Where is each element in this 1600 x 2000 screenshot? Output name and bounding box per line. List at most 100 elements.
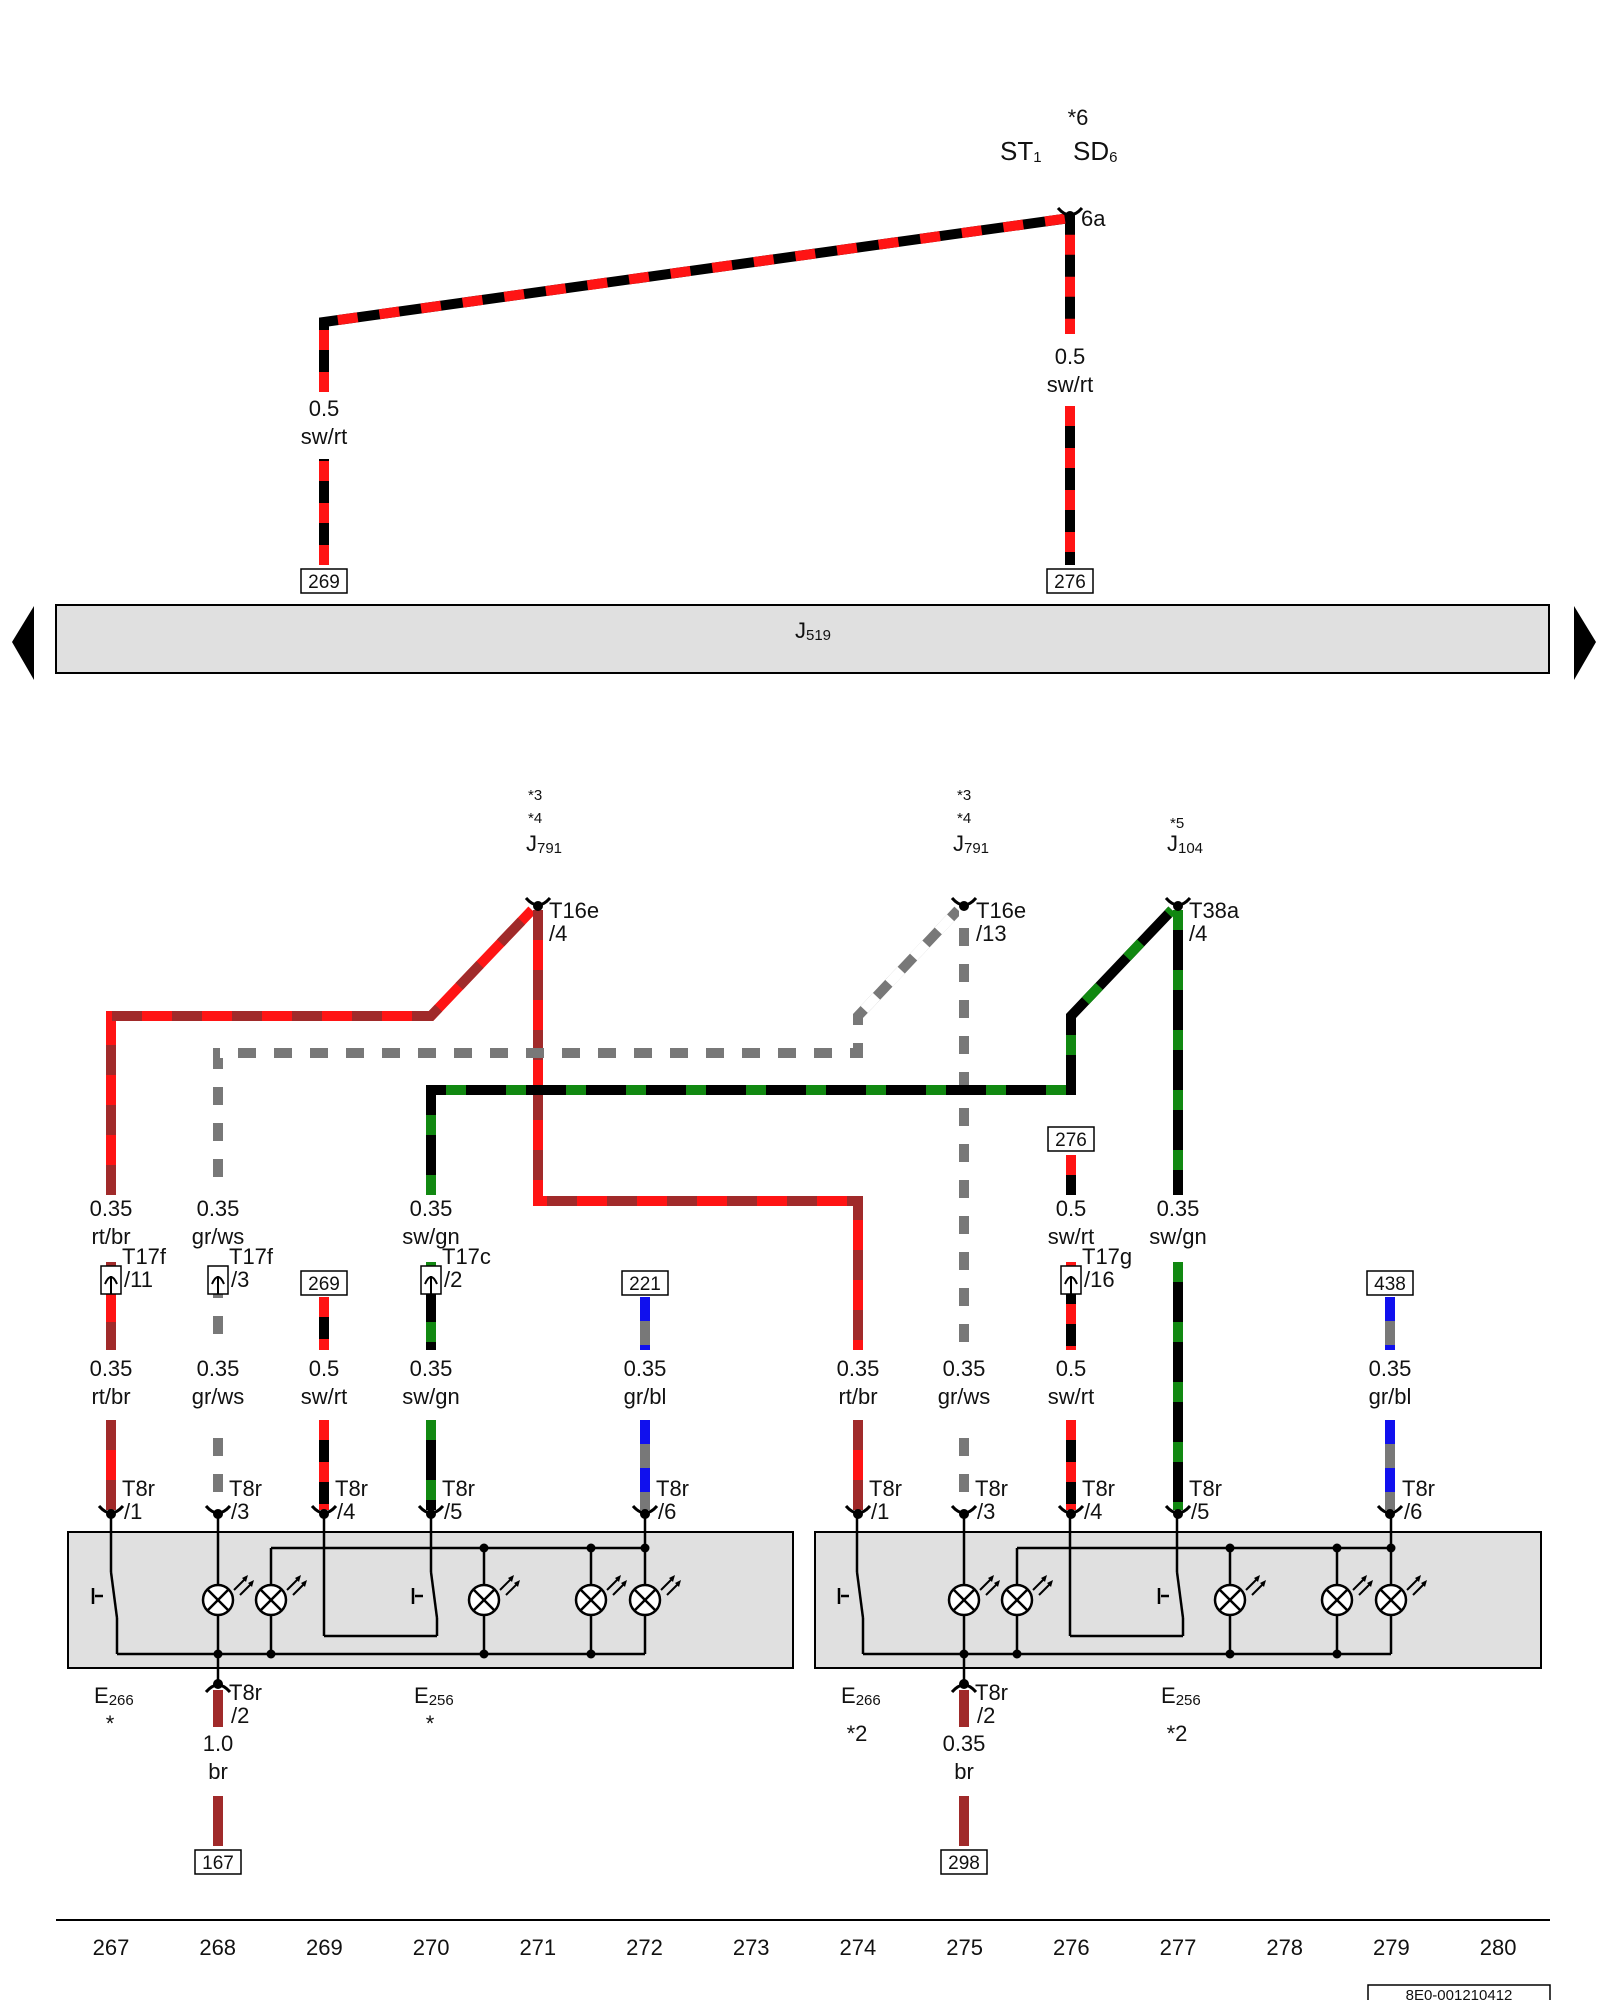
connector-pin-icon bbox=[204, 1504, 232, 1519]
wire-size-label: 0.35 bbox=[90, 1196, 133, 1221]
svg-text:T8r: T8r bbox=[442, 1476, 475, 1501]
track-number: 276 bbox=[1053, 1935, 1090, 1960]
svg-text:*3: *3 bbox=[957, 787, 971, 804]
wire-size-label: 0.35 bbox=[624, 1356, 667, 1381]
wire-size-label: 0.5 bbox=[309, 1356, 340, 1381]
wire-rt-br bbox=[533, 910, 863, 1350]
top-source: *6 ST1 SD6 6a bbox=[1000, 105, 1117, 231]
svg-text:167: 167 bbox=[202, 1853, 234, 1874]
svg-text:276: 276 bbox=[1055, 1130, 1087, 1151]
svg-text:/3: /3 bbox=[231, 1499, 249, 1524]
svg-text:*: * bbox=[426, 1711, 435, 1736]
track-number: 274 bbox=[840, 1935, 877, 1960]
svg-text:T8r: T8r bbox=[975, 1476, 1008, 1501]
svg-text:*4: *4 bbox=[957, 810, 971, 827]
svg-text:E266: E266 bbox=[94, 1683, 134, 1709]
switch-icon bbox=[837, 1571, 865, 1619]
module-pin-labels-right: T8r/1 T8r/3 T8r/4 T8r/5 T8r/6 bbox=[869, 1476, 1435, 1524]
coupling-icon bbox=[1060, 1265, 1082, 1295]
connector-pin-icon bbox=[1376, 1504, 1404, 1519]
wire-size-label: 0.5 bbox=[1055, 344, 1086, 369]
wire-color-label: sw/gn bbox=[402, 1384, 459, 1409]
connector-pin-icon bbox=[844, 1504, 872, 1519]
svg-text:269: 269 bbox=[308, 572, 340, 593]
wire-sw-rt bbox=[319, 212, 1075, 392]
module-label-e266: E266 * bbox=[94, 1683, 134, 1736]
svg-text:T8r: T8r bbox=[869, 1476, 902, 1501]
wire-color-label: sw/rt bbox=[1047, 372, 1093, 397]
svg-text:1.0: 1.0 bbox=[203, 1731, 234, 1756]
wire-size-label: 0.5 bbox=[1056, 1196, 1087, 1221]
wire-size-label: 0.35 bbox=[90, 1356, 133, 1381]
svg-text:/4: /4 bbox=[1189, 921, 1207, 946]
wire-color-label: sw/gn bbox=[402, 1224, 459, 1249]
connector-pin-icon bbox=[1057, 1504, 1085, 1519]
source-pin: 6a bbox=[1081, 206, 1106, 231]
track-number: 268 bbox=[199, 1935, 236, 1960]
wire-color-label: sw/rt bbox=[301, 424, 347, 449]
svg-text:/4: /4 bbox=[337, 1499, 355, 1524]
wire-color-label: gr/bl bbox=[1369, 1384, 1412, 1409]
wire-size-label: 0.35 bbox=[410, 1196, 453, 1221]
svg-text:br: br bbox=[954, 1759, 974, 1784]
svg-text:J791: J791 bbox=[953, 831, 989, 857]
wire-size-label: 0.35 bbox=[410, 1356, 453, 1381]
svg-text:*: * bbox=[106, 1711, 115, 1736]
module-pin-labels-left: T8r/1 T8r/3 T8r/4 T8r/5 T8r/6 bbox=[122, 1476, 689, 1524]
ground-right: T8r /2 0.35 br 298 bbox=[940, 1680, 1008, 1875]
ref-box: 438 bbox=[1366, 1270, 1414, 1296]
svg-text:T16e: T16e bbox=[976, 898, 1026, 923]
track-number: 279 bbox=[1373, 1935, 1410, 1960]
switch-icon bbox=[91, 1571, 119, 1619]
coupling-label: T17f bbox=[229, 1244, 274, 1269]
svg-text:T8r: T8r bbox=[656, 1476, 689, 1501]
wire-color-label: rt/br bbox=[91, 1384, 130, 1409]
wire-color-label: sw/rt bbox=[1048, 1384, 1094, 1409]
arrow-right-icon bbox=[1574, 606, 1596, 680]
connector-pin-icon bbox=[950, 896, 978, 911]
ground-left: T8r /2 1.0 br 167 bbox=[194, 1680, 262, 1875]
svg-text:/4: /4 bbox=[549, 921, 567, 946]
wire-color-label: gr/ws bbox=[192, 1384, 245, 1409]
svg-text:/13: /13 bbox=[976, 921, 1007, 946]
svg-text:T8r: T8r bbox=[1082, 1476, 1115, 1501]
doc-id-box bbox=[1367, 1984, 1551, 2000]
svg-text:T8r: T8r bbox=[229, 1476, 262, 1501]
svg-text:T8r: T8r bbox=[229, 1680, 262, 1705]
wire-size-label: 0.35 bbox=[197, 1356, 240, 1381]
coupling-pin: /11 bbox=[124, 1267, 153, 1292]
svg-text:0.35: 0.35 bbox=[943, 1731, 986, 1756]
coupling-pin: /16 bbox=[1084, 1267, 1115, 1292]
coupling-label: T17c bbox=[442, 1244, 491, 1269]
source-label-sd6: SD6 bbox=[1073, 136, 1117, 166]
svg-text:221: 221 bbox=[629, 1274, 661, 1295]
connector-pin-icon bbox=[950, 1504, 978, 1519]
svg-text:T8r: T8r bbox=[122, 1476, 155, 1501]
coupling-label: T17f bbox=[122, 1244, 167, 1269]
connector-pin-icon bbox=[1056, 206, 1084, 221]
connector-pin-icon bbox=[1164, 896, 1192, 911]
lamp-icon bbox=[254, 1575, 307, 1617]
connector-pin-icon bbox=[524, 896, 552, 911]
switch-icon bbox=[411, 1571, 439, 1619]
source-label-st1: ST1 bbox=[1000, 136, 1042, 166]
svg-text:/2: /2 bbox=[977, 1703, 995, 1728]
svg-text:/4: /4 bbox=[1084, 1499, 1102, 1524]
wire-size-label: 0.5 bbox=[309, 396, 340, 421]
svg-text:E266: E266 bbox=[841, 1683, 881, 1709]
svg-text:/1: /1 bbox=[124, 1499, 142, 1524]
source-j791-a: *3 *4 J791 T16e /4 bbox=[526, 787, 599, 946]
module-label-e266: E266 *2 bbox=[841, 1683, 881, 1746]
svg-text:298: 298 bbox=[948, 1853, 980, 1874]
coupling-pin: /2 bbox=[444, 1267, 462, 1292]
track-number: 267 bbox=[93, 1935, 130, 1960]
svg-text:T8r: T8r bbox=[975, 1680, 1008, 1705]
wire-size-label: 0.35 bbox=[1157, 1196, 1200, 1221]
svg-text:T8r: T8r bbox=[1189, 1476, 1222, 1501]
track-number: 271 bbox=[519, 1935, 556, 1960]
module-label-e256: E256 *2 bbox=[1161, 1683, 1201, 1746]
connector-pin-icon bbox=[310, 1504, 338, 1519]
coupling-icon bbox=[100, 1265, 122, 1295]
svg-text:/5: /5 bbox=[1191, 1499, 1209, 1524]
connector-pin-icon bbox=[417, 1504, 445, 1519]
